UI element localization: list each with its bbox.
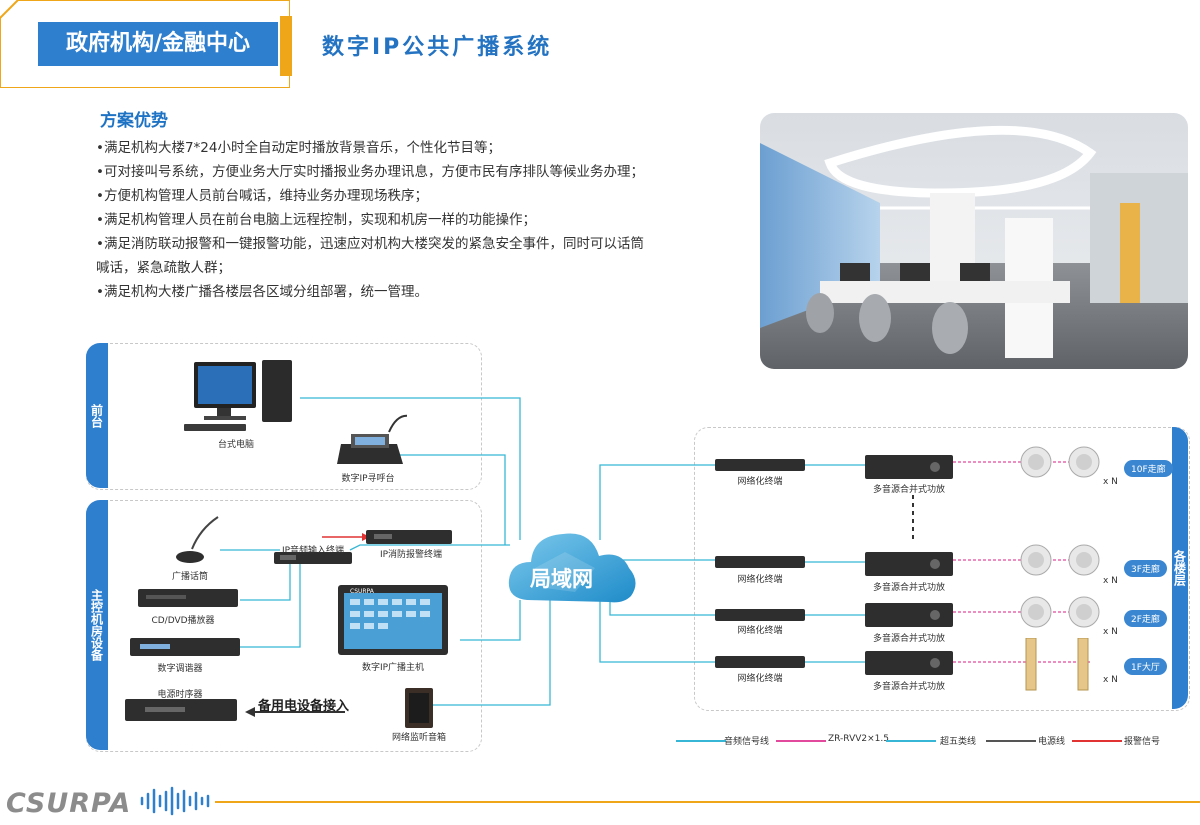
paging-console-icon xyxy=(337,414,407,464)
legend-swatch xyxy=(776,740,826,742)
amplifier-icon xyxy=(865,455,953,479)
advantage-item: •可对接叫号系统，方便业务大厅实时播报业务办理讯息，方便市民有序排队等候业务办理… xyxy=(96,164,644,180)
audio-input-terminal-icon xyxy=(274,552,352,564)
legend-swatch xyxy=(886,740,936,742)
network-terminal-icon xyxy=(715,459,805,471)
network-terminal-icon xyxy=(715,609,805,621)
network-terminal-label: 网络化终端 xyxy=(737,575,783,585)
legend-swatch xyxy=(986,740,1036,742)
broadcast-mic-icon xyxy=(176,516,219,563)
fire-alarm-terminal-icon xyxy=(366,530,452,544)
advantages-list: •满足机构大楼7*24小时全自动定时播放背景音乐，个性化节目等； •可对接叫号系… xyxy=(96,136,716,304)
multiplier-label: x N xyxy=(1103,627,1118,637)
ceiling-speakers-icon xyxy=(1020,596,1100,628)
fire-alarm-terminal-label: IP消防报警终端 xyxy=(379,550,443,560)
paging-console-label: 数字IP寻呼台 xyxy=(341,474,395,484)
header-frame xyxy=(0,0,290,88)
sound-wave-icon xyxy=(140,786,210,816)
page-title: 数字IP公共广播系统 xyxy=(322,35,553,60)
zone-badge: 1F大厅 xyxy=(1124,658,1167,675)
header-accent-bar xyxy=(280,16,292,76)
floors-tab: 各楼层 xyxy=(1172,427,1188,709)
legend-swatch xyxy=(1072,740,1122,742)
multiplier-label: x N xyxy=(1103,477,1118,487)
broadcast-mic-label: 广播话筒 xyxy=(171,572,209,582)
monitor-speaker-icon xyxy=(405,688,433,728)
advantage-item: •满足机构管理人员在前台电脑上远程控制，实现和机房一样的功能操作； xyxy=(96,212,536,228)
host-label: 数字IP广播主机 xyxy=(361,663,425,673)
advantage-item: •方便机构管理人员前台喊话，维持业务办理现场秩序； xyxy=(96,188,428,204)
floors-group xyxy=(694,427,1190,711)
network-terminal-label: 网络化终端 xyxy=(737,626,783,636)
tuner-icon xyxy=(130,638,240,656)
network-terminal-label: 网络化终端 xyxy=(737,477,783,487)
legend-label: 超五类线 xyxy=(940,737,977,747)
column-speakers-icon xyxy=(1025,638,1089,691)
legend-label: 报警信号 xyxy=(1124,737,1161,747)
amplifier-label: 多音源合并式功放 xyxy=(872,583,946,593)
ceiling-speakers-icon xyxy=(1020,446,1100,478)
network-terminal-icon xyxy=(715,556,805,568)
legend-swatch xyxy=(676,740,726,742)
category-title: 政府机构/金融中心 xyxy=(38,22,278,66)
ceiling-speakers-icon xyxy=(1020,544,1100,576)
legend-label: 音频信号线 xyxy=(724,737,770,747)
multiplier-label: x N xyxy=(1103,576,1118,586)
lan-label: 局域网 xyxy=(530,567,593,591)
multiplier-label: x N xyxy=(1103,675,1118,685)
office-photo xyxy=(760,113,1188,369)
amplifier-label: 多音源合并式功放 xyxy=(872,682,946,692)
host-brand-label: CSURPA xyxy=(350,588,374,595)
desktop-pc-label: 台式电脑 xyxy=(217,440,255,450)
network-terminal-label: 网络化终端 xyxy=(737,674,783,684)
advantage-item: 喊话，紧急疏散人群； xyxy=(96,260,231,276)
power-sequencer-icon xyxy=(125,699,237,721)
zone-badge: 3F走廊 xyxy=(1124,560,1167,577)
zone-badge: 2F走廊 xyxy=(1124,610,1167,627)
advantage-item: •满足机构大楼广播各楼层各区域分组部署，统一管理。 xyxy=(96,284,428,300)
amplifier-label: 多音源合并式功放 xyxy=(872,485,946,495)
control-room-tab: 主控机房设备 xyxy=(86,500,108,750)
audio-input-terminal-label: IP音频输入终端 xyxy=(281,546,345,556)
power-sequencer-label: 电源时序器 xyxy=(157,690,203,700)
broadcast-host-icon xyxy=(338,585,448,655)
lan-cloud-icon xyxy=(508,533,636,603)
brand-logo: CSURPA xyxy=(6,788,132,819)
footer-divider xyxy=(215,801,1200,803)
zone-badge: 10F走廊 xyxy=(1124,460,1173,477)
legend-label: 电源线 xyxy=(1038,737,1066,747)
legend: 音频信号线 ZR-RVV2×1.5 超五类线 电源线 报警信号 xyxy=(676,734,1186,748)
advantages-heading: 方案优势 xyxy=(100,111,168,131)
dvd-player-label: CD/DVD播放器 xyxy=(151,616,215,626)
amplifier-icon xyxy=(865,603,953,627)
amplifier-icon xyxy=(865,552,953,576)
advantage-item: •满足消防联动报警和一键报警功能，迅速应对机构大楼突发的紧急安全事件，同时可以话… xyxy=(96,236,644,252)
tuner-label: 数字调谐器 xyxy=(157,664,203,674)
standby-device-label: 备用电设备接入 xyxy=(258,699,350,714)
front-desk-tab: 前台 xyxy=(86,343,108,488)
amplifier-icon xyxy=(865,651,953,675)
dvd-player-icon xyxy=(138,589,238,607)
amplifier-label: 多音源合并式功放 xyxy=(872,634,946,644)
advantage-item: •满足机构大楼7*24小时全自动定时播放背景音乐，个性化节目等； xyxy=(96,140,501,156)
desktop-pc-icon xyxy=(184,360,292,431)
legend-label: ZR-RVV2×1.5 xyxy=(828,734,889,744)
monitor-speaker-label: 网络监听音箱 xyxy=(391,733,447,743)
network-terminal-icon xyxy=(715,656,805,668)
